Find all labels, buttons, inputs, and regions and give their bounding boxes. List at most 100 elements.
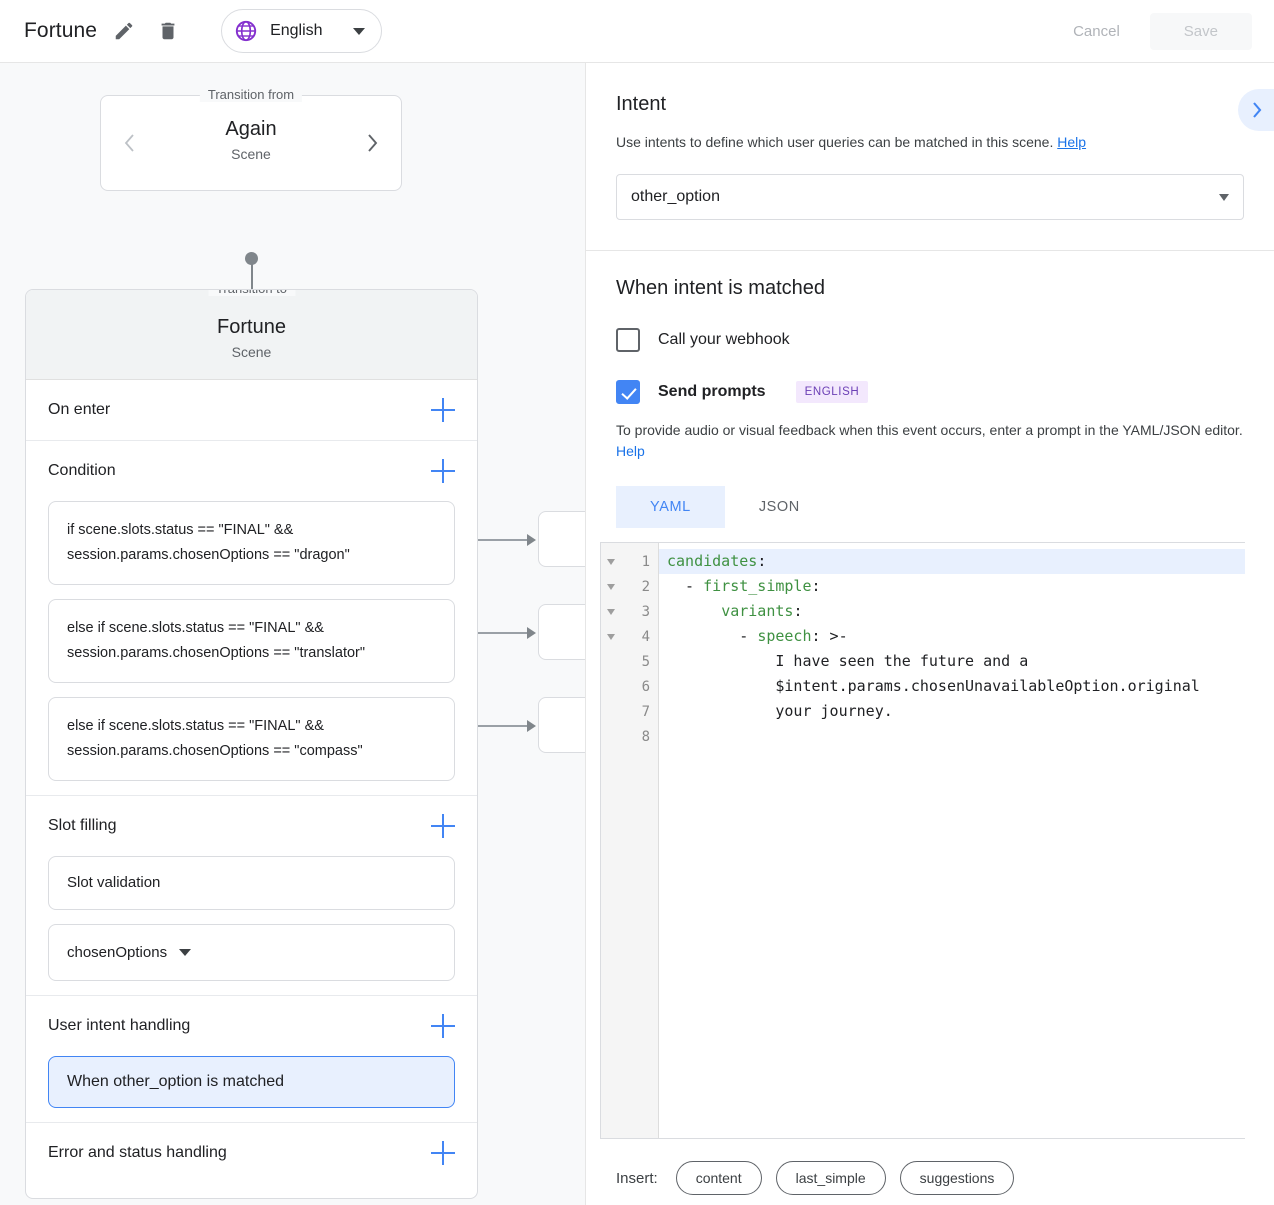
pencil-icon-glyph <box>115 22 133 40</box>
code-line: your journey. <box>659 699 1245 724</box>
insert-snippets-row: Insert: content last_simple suggestions <box>616 1161 1274 1195</box>
condition-edge-arrow-2 <box>527 626 536 639</box>
prompts-helper-body: To provide audio or visual feedback when… <box>616 422 1243 438</box>
chevron-down-icon[interactable] <box>179 949 192 956</box>
insert-chip-suggestions[interactable]: suggestions <box>899 1161 1015 1195</box>
code-line: - first_simple: <box>659 574 1245 599</box>
prev-scene-icon[interactable] <box>117 130 143 156</box>
condition-item[interactable]: else if scene.slots.status == "FINAL" &&… <box>48 599 455 683</box>
section-slot-filling: Slot filling Slot validation chosenOptio… <box>26 796 477 996</box>
top-bar-actions: Cancel Save <box>1051 12 1274 50</box>
pencil-icon[interactable] <box>107 14 141 48</box>
add-condition-icon[interactable] <box>431 459 455 483</box>
fold-arrow-icon[interactable] <box>607 608 615 615</box>
code-line <box>659 724 1245 749</box>
condition-target-box-3[interactable] <box>538 697 585 753</box>
intent-select[interactable]: other_option <box>616 174 1244 220</box>
condition-edge-line-3 <box>460 724 528 727</box>
webhook-row: Call your webhook <box>616 328 1244 352</box>
tab-yaml[interactable]: YAML <box>616 486 725 528</box>
chevron-right-icon <box>1252 102 1261 118</box>
code-indent: - <box>667 577 704 595</box>
chevron-right-icon <box>368 134 378 152</box>
condition-item[interactable]: if scene.slots.status == "FINAL" && sess… <box>48 501 455 585</box>
code-colon: : <box>811 627 821 645</box>
section-on-enter-head: On enter <box>26 380 477 440</box>
gutter-line: 5 <box>601 649 658 674</box>
transition-from-body: Again Scene <box>101 96 401 162</box>
fold-arrow-icon[interactable] <box>607 558 615 565</box>
section-user-intent-handling: User intent handling When other_option i… <box>26 996 477 1123</box>
condition-target-box-1[interactable] <box>538 511 585 567</box>
editor-gutter: 1 2 3 4 5 6 7 8 <box>601 543 659 1138</box>
section-condition-title: Condition <box>48 462 116 479</box>
slot-validation-item[interactable]: Slot validation <box>48 856 455 910</box>
code-key: speech <box>757 627 812 645</box>
intent-help-link[interactable]: Help <box>1057 134 1087 150</box>
fold-arrow-icon[interactable] <box>607 583 615 590</box>
code-key: variants <box>721 602 794 620</box>
gutter-line: 1 <box>601 549 658 574</box>
tab-json[interactable]: JSON <box>725 486 834 528</box>
chevron-left-icon <box>124 134 134 152</box>
section-error-status-handling: Error and status handling <box>26 1123 477 1183</box>
code-rest: >- <box>820 627 848 645</box>
save-button[interactable]: Save <box>1149 12 1252 50</box>
slot-name-label: chosenOptions <box>67 944 168 961</box>
transition-from-legend: Transition from <box>199 87 303 102</box>
code-rest: $intent.params.chosenUnavailableOption.o… <box>667 677 1200 695</box>
condition-edge-line-1 <box>460 538 528 541</box>
slot-chosen-options-item[interactable]: chosenOptions <box>48 924 455 981</box>
code-line: variants: <box>659 599 1245 624</box>
scene-type: Scene <box>231 344 272 360</box>
code-colon: : <box>811 577 821 595</box>
add-error-status-icon[interactable] <box>431 1141 455 1165</box>
code-line: $intent.params.chosenUnavailableOption.o… <box>659 674 1245 699</box>
add-slot-icon[interactable] <box>431 814 455 838</box>
fold-arrow-icon[interactable] <box>607 633 615 640</box>
transition-from-type: Scene <box>231 146 271 162</box>
user-intent-item-other-option[interactable]: When other_option is matched <box>48 1056 455 1108</box>
cancel-button[interactable]: Cancel <box>1051 13 1142 50</box>
section-user-intent-head: User intent handling <box>26 996 477 1056</box>
transition-to-legend: Transition to <box>207 290 296 296</box>
add-user-intent-icon[interactable] <box>431 1014 455 1038</box>
collapse-panel-button[interactable] <box>1238 89 1274 131</box>
code-key: first_simple <box>703 577 812 595</box>
code-rest: I have seen the future and a <box>667 652 1029 670</box>
insert-chip-content[interactable]: content <box>675 1161 762 1195</box>
insert-chip-last-simple[interactable]: last_simple <box>775 1161 886 1195</box>
editor-content[interactable]: candidates: - first_simple: variants: - … <box>659 543 1245 1138</box>
call-webhook-label: Call your webhook <box>658 331 790 348</box>
condition-edge-line-2 <box>460 631 528 634</box>
line-number: 6 <box>641 678 650 695</box>
section-on-enter: On enter <box>26 380 477 441</box>
prompts-help-link[interactable]: Help <box>616 443 645 459</box>
insert-label: Insert: <box>616 1169 658 1187</box>
when-matched-heading: When intent is matched <box>616 277 825 299</box>
language-selector[interactable]: English <box>221 9 382 53</box>
next-scene-icon[interactable] <box>359 130 385 156</box>
gutter-line: 7 <box>601 699 658 724</box>
line-number: 7 <box>641 703 650 720</box>
line-number: 5 <box>641 653 650 670</box>
condition-target-box-2[interactable] <box>538 604 585 660</box>
line-number: 3 <box>641 603 650 620</box>
add-on-enter-icon[interactable] <box>431 398 455 422</box>
section-condition: Condition if scene.slots.status == "FINA… <box>26 441 477 796</box>
user-intent-item-label: When other_option is matched <box>67 1073 285 1090</box>
send-prompts-checkbox[interactable] <box>616 380 640 404</box>
yaml-editor[interactable]: 1 2 3 4 5 6 7 8 candidates: - first_simp… <box>600 542 1245 1139</box>
code-line: - speech: >- <box>659 624 1245 649</box>
scene-header[interactable]: Fortune Scene <box>26 290 477 380</box>
section-slot-filling-head: Slot filling <box>26 796 477 856</box>
call-webhook-checkbox[interactable] <box>616 328 640 352</box>
gutter-line: 4 <box>601 624 658 649</box>
condition-item[interactable]: else if scene.slots.status == "FINAL" &&… <box>48 697 455 781</box>
code-line: candidates: <box>659 549 1245 574</box>
editor-format-tabs: YAML JSON <box>616 486 1244 528</box>
transition-from-card[interactable]: Transition from Again Scene <box>100 87 402 191</box>
section-on-enter-title: On enter <box>48 401 111 418</box>
trash-icon[interactable] <box>151 14 185 48</box>
